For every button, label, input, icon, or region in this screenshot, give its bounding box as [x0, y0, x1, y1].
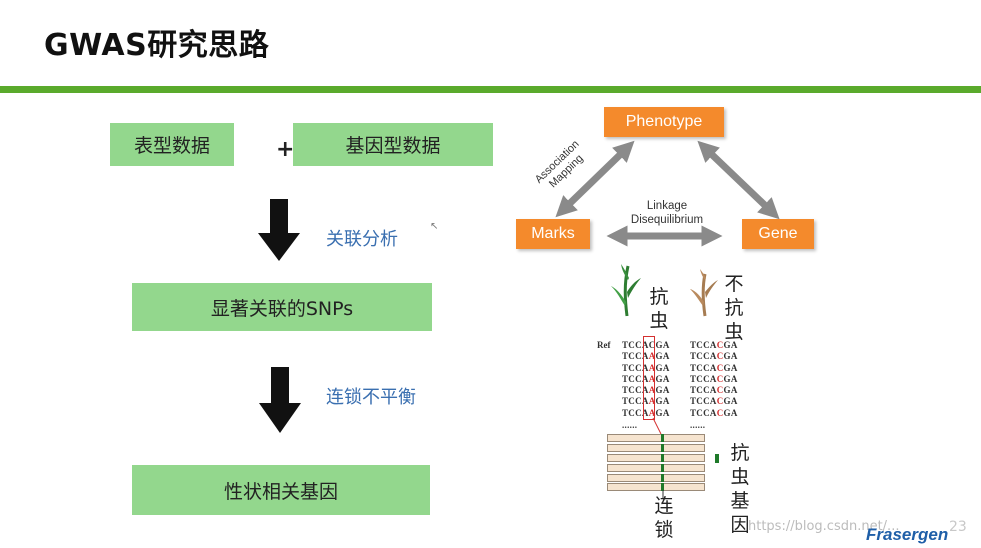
sequence-row: TCCACGA — [690, 351, 738, 362]
snp-highlight-box — [643, 336, 655, 420]
gene-box: Gene — [742, 219, 814, 249]
marks-label: Marks — [531, 225, 575, 242]
linkage-disequilibrium-label: 连锁不平衡 — [326, 387, 416, 408]
page-number: 23 — [949, 519, 967, 535]
dots-left: ...... — [622, 420, 638, 430]
disequilibrium-word: Disequilibrium — [630, 214, 704, 226]
watermark-url: https://blog.csdn.net/... — [748, 519, 900, 534]
chromosome-bar — [607, 483, 705, 491]
phenotype-box: Phenotype — [604, 107, 724, 137]
gene-marker-icon — [715, 454, 719, 463]
phenotype-data-label: 表型数据 — [133, 135, 210, 157]
sequence-row: TCCACGA — [622, 340, 670, 350]
plus-sign: + — [276, 137, 295, 162]
marks-box: Marks — [516, 219, 590, 249]
linkage-label: 连锁 — [654, 495, 674, 541]
sequence-row: TCCACGA — [690, 385, 738, 396]
page-title: GWAS研究思路 — [44, 28, 270, 63]
sequence-row: TCCACGA — [690, 362, 738, 373]
sequence-row: TCCAAGA — [622, 396, 670, 407]
trait-genes-label: 性状相关基因 — [223, 480, 338, 503]
chromosome-bar — [607, 444, 705, 452]
linkage-word: Linkage — [646, 200, 688, 212]
sequence-row: TCCAAGA — [622, 351, 670, 362]
sequence-row: TCCACGA — [690, 396, 738, 407]
down-arrow-icon — [258, 199, 300, 261]
sequence-row: TCCAAGA — [622, 373, 670, 384]
chromosome-bar — [607, 434, 705, 442]
chromosome-bar — [607, 474, 705, 482]
non-resistant-sequences: TCCACGA TCCACGA TCCACGA TCCACGA TCCACGA … — [690, 340, 738, 419]
significant-snps-box: 显著关联的SNPs — [132, 283, 432, 331]
ref-label: Ref — [597, 340, 611, 350]
sequence-row: TCCAAGA — [622, 407, 670, 418]
gene-label: Gene — [758, 225, 798, 242]
mouse-cursor-icon: ↖ — [430, 221, 439, 232]
chromosome-bar — [607, 464, 705, 472]
dots-right: ...... — [690, 420, 706, 430]
sequence-row: TCCAAGA — [622, 385, 670, 396]
resistant-label: 抗虫 — [649, 286, 669, 332]
association-arrow — [555, 140, 635, 218]
sequence-row: TCCACGA — [690, 340, 738, 350]
frasergen-logo: Frasergen — [866, 525, 949, 544]
non-resistant-label: 不抗虫 — [724, 273, 744, 343]
brown-plant-icon — [690, 269, 718, 317]
sequence-row: TCCACGA — [690, 373, 738, 384]
genotype-data-label: 基因型数据 — [345, 135, 441, 157]
green-plant-icon — [611, 264, 641, 317]
down-arrow-icon — [259, 367, 301, 433]
trait-genes-box: 性状相关基因 — [132, 465, 430, 515]
linkage-text: Linkage Disequilibrium — [625, 199, 709, 227]
phenotype-label: Phenotype — [625, 113, 703, 130]
title-divider — [0, 86, 981, 93]
resistance-gene-label: 抗虫基因 — [730, 442, 750, 536]
genotype-data-box: 基因型数据 — [293, 123, 493, 166]
gene-phenotype-arrow — [697, 140, 780, 220]
association-analysis-label: 关联分析 — [326, 229, 398, 250]
significant-snps-label: 显著关联的SNPs — [210, 297, 354, 320]
sequence-row: TCCAAGA — [622, 362, 670, 373]
chromosome-bar — [607, 454, 705, 462]
sequence-row: TCCACGA — [690, 407, 738, 418]
phenotype-data-box: 表型数据 — [110, 123, 234, 166]
resistant-sequences: TCCACGA TCCAAGA TCCAAGA TCCAAGA TCCAAGA … — [622, 340, 670, 419]
